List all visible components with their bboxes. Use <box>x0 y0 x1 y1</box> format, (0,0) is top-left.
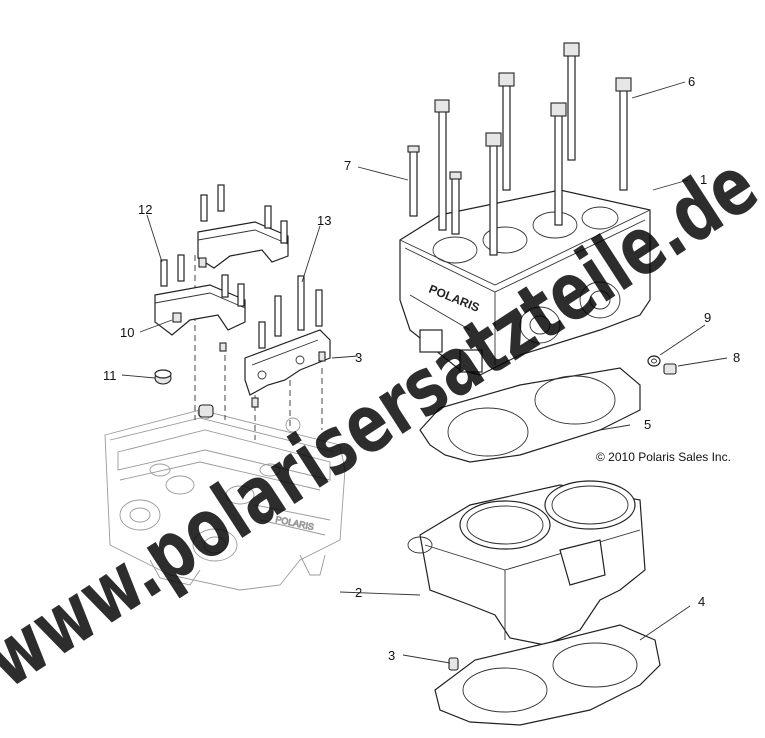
head-dowel-ghost <box>198 404 214 418</box>
cylinder-block <box>407 480 646 646</box>
dowel-pin <box>448 657 459 671</box>
valve-seal <box>154 369 172 385</box>
camshaft-cap-lower <box>154 284 246 336</box>
camshaft-cap-upper <box>197 221 289 269</box>
callout-12: 12 <box>138 202 152 217</box>
callout-3-lower: 3 <box>388 648 395 663</box>
washer <box>647 355 661 367</box>
rocker-carrier <box>244 329 331 396</box>
cap-bolts <box>160 184 326 408</box>
callout-labels: 1 2 3 3 4 5 6 7 8 9 10 11 12 13 <box>103 74 740 663</box>
leader-lines <box>121 81 728 664</box>
callout-1: 1 <box>700 172 707 187</box>
callout-8: 8 <box>733 350 740 365</box>
head-bolts <box>407 42 632 256</box>
plug <box>172 312 182 323</box>
assembled-head-ghost: POLARIS <box>104 404 346 591</box>
callout-13: 13 <box>317 213 331 228</box>
callout-5: 5 <box>644 417 651 432</box>
plug-bolt <box>663 363 677 375</box>
head-gasket <box>419 367 641 463</box>
callout-2: 2 <box>355 585 362 600</box>
base-gasket <box>434 624 661 726</box>
copyright-notice: © 2010 Polaris Sales Inc. <box>596 450 731 464</box>
callout-7: 7 <box>344 158 351 173</box>
callout-10: 10 <box>120 325 134 340</box>
callout-4: 4 <box>698 594 705 609</box>
callout-9: 9 <box>704 310 711 325</box>
callout-11: 11 <box>103 368 117 383</box>
callout-6: 6 <box>688 74 695 89</box>
callout-3-upper: 3 <box>355 350 362 365</box>
